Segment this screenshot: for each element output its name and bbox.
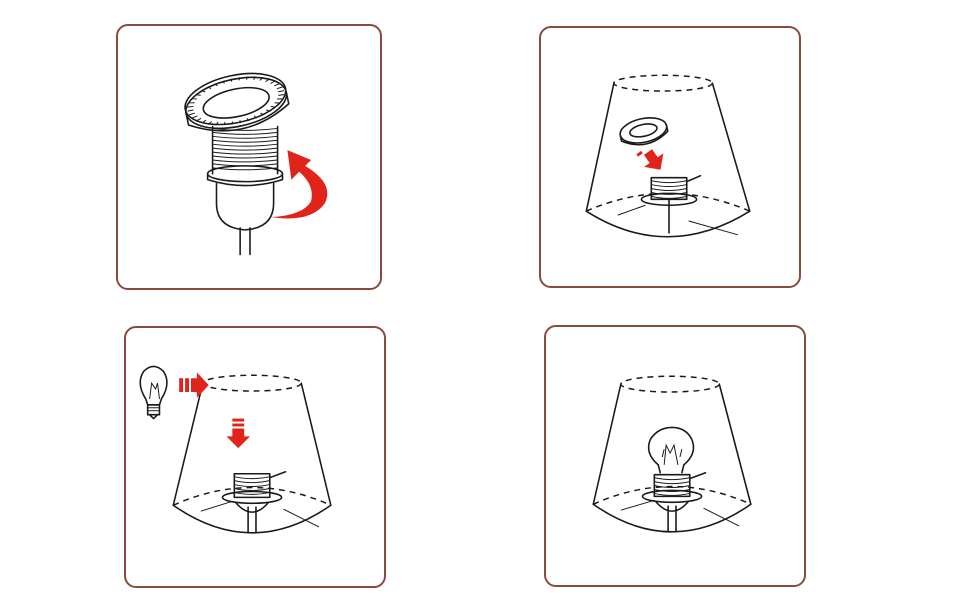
socket-thread — [651, 191, 687, 195]
step-1-illustration — [184, 72, 328, 256]
ring-tooth — [189, 112, 195, 116]
lamp-shade-icon — [172, 374, 332, 534]
rotate-arrow-icon — [271, 150, 328, 219]
step-1-panel — [116, 24, 382, 290]
ring-tooth — [207, 86, 212, 90]
socket-thread — [212, 167, 278, 171]
ring-tooth — [196, 117, 202, 122]
socket-thread — [212, 131, 278, 135]
step-4-illustration — [592, 375, 752, 533]
ring-tooth — [239, 120, 241, 124]
socket-thread — [654, 492, 690, 496]
lamp-cord — [239, 227, 251, 256]
ring-tooth — [259, 76, 264, 81]
socket-thread — [234, 476, 270, 480]
step-4-panel — [544, 325, 806, 587]
light-bulb-icon — [139, 365, 168, 420]
ring-tooth — [278, 90, 285, 93]
ring-tooth — [246, 118, 250, 122]
ring-tooth — [265, 78, 270, 83]
ring-tooth — [277, 98, 283, 100]
shade-ring-icon — [619, 117, 669, 146]
socket-thread — [651, 180, 687, 184]
lamp-socket-icon — [221, 470, 287, 534]
step-3-panel — [124, 326, 386, 588]
socket-thread — [654, 481, 690, 485]
ring-tooth — [195, 94, 201, 96]
step-2-panel — [539, 26, 801, 288]
ring-tooth — [266, 109, 271, 112]
down-arrow-icon — [226, 418, 251, 449]
shade-ring-icon — [184, 72, 290, 132]
socket-thread — [212, 135, 278, 139]
ring-tooth — [201, 119, 207, 124]
socket-thread — [654, 477, 690, 481]
socket-thread — [651, 184, 687, 188]
socket-thread — [212, 159, 278, 163]
socket-thread — [234, 480, 270, 484]
socket-thread — [212, 163, 278, 167]
step-2-illustration — [585, 74, 751, 238]
lamp-shade-icon — [585, 74, 751, 238]
ring-tooth — [278, 94, 285, 96]
socket-thread — [212, 143, 278, 147]
ring-tooth — [253, 115, 258, 119]
right-arrow-icon — [179, 372, 209, 398]
ring-tooth — [270, 80, 276, 84]
ring-tooth — [270, 105, 276, 108]
ring-tooth — [231, 121, 233, 125]
socket-thread — [234, 484, 270, 488]
ring-tooth — [245, 76, 249, 80]
ring-tooth — [274, 102, 280, 104]
lamp-socket-icon — [206, 125, 284, 231]
step-3-illustration — [139, 365, 332, 534]
lamp-socket-icon — [641, 471, 707, 533]
ring-tooth — [191, 115, 198, 119]
lamp-shade-icon — [592, 375, 752, 533]
ring-tooth — [274, 83, 280, 87]
ring-tooth — [230, 78, 233, 82]
ring-tooth — [260, 112, 265, 116]
ring-tooth — [214, 83, 218, 87]
ring-tooth — [238, 77, 241, 81]
socket-thread — [654, 485, 690, 489]
ring-tooth — [187, 105, 194, 108]
ring-tooth — [223, 121, 226, 126]
ring-tooth — [188, 102, 195, 104]
socket-thread — [651, 195, 687, 199]
lamp-socket-icon — [640, 174, 702, 234]
socket-thread — [234, 491, 270, 495]
ring-tooth — [276, 86, 283, 90]
ring-tooth — [187, 109, 194, 112]
ring-tooth — [191, 98, 198, 100]
down-arrow-icon — [636, 149, 664, 170]
ring-tooth — [253, 76, 257, 81]
socket-thread — [212, 139, 278, 143]
socket-thread — [651, 188, 687, 191]
light-bulb-icon — [647, 426, 695, 474]
ring-tooth — [215, 121, 219, 126]
ring-tooth — [222, 80, 225, 84]
ring-tooth — [208, 121, 213, 125]
socket-thread — [654, 489, 690, 492]
socket-thread — [212, 155, 278, 159]
socket-thread — [234, 488, 270, 491]
socket-thread — [212, 151, 278, 155]
ring-tooth — [201, 90, 206, 93]
socket-thread — [212, 147, 278, 151]
